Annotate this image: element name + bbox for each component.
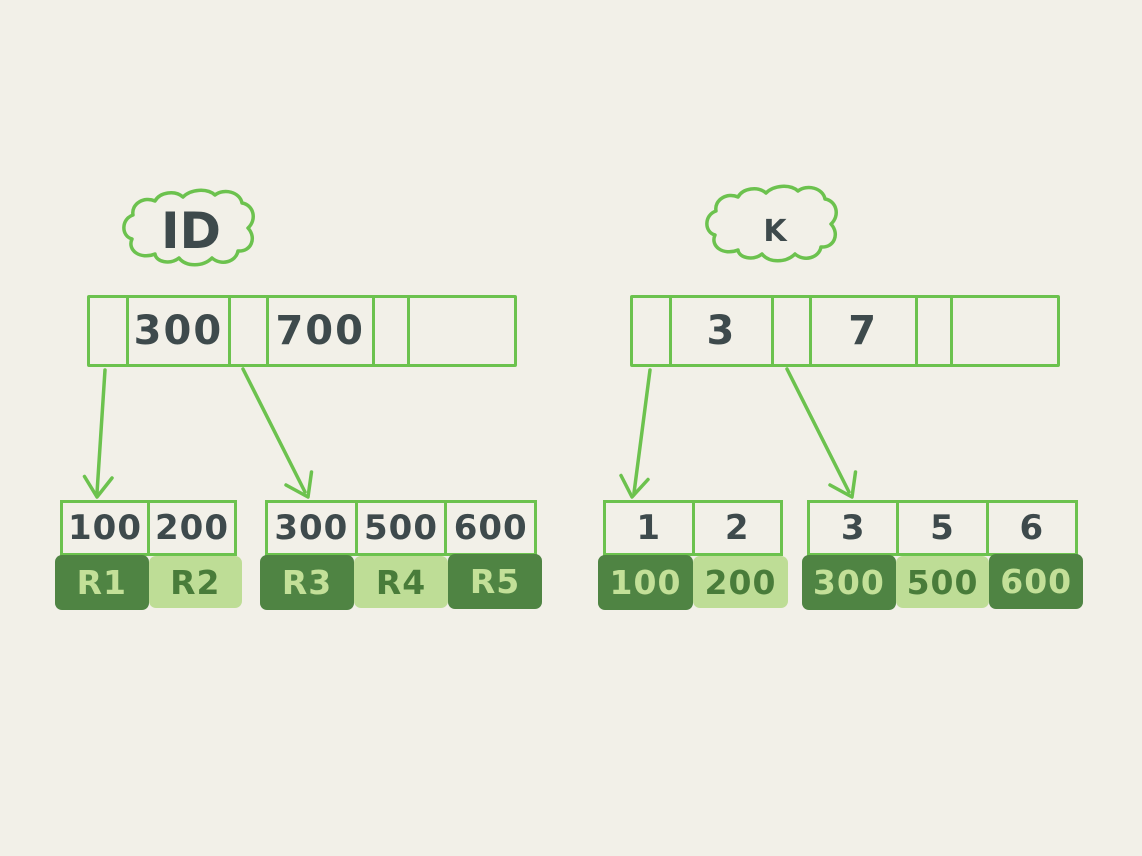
root-pointer-cell bbox=[771, 298, 809, 364]
leaf-key-cell: 500 bbox=[354, 503, 445, 553]
leaf-value-cell: R3 bbox=[260, 555, 354, 610]
leaf-value-cell: 500 bbox=[895, 556, 990, 608]
id-leaf-node-1: 100 200 R1 R2 bbox=[55, 500, 242, 610]
id-arrow-left bbox=[82, 368, 114, 499]
leaf-key-cell: 200 bbox=[147, 503, 234, 553]
leaf-value-row: R3 R4 R5 bbox=[260, 554, 542, 610]
root-key-cell bbox=[950, 298, 1057, 364]
leaf-key-cell: 100 bbox=[68, 508, 142, 548]
k-leaf-node-1: 1 2 100 200 bbox=[598, 500, 788, 610]
leaf-value-cell: 600 bbox=[989, 554, 1084, 609]
k-leaf-node-2: 3 5 6 300 500 600 bbox=[802, 500, 1084, 610]
leaf-key-row: 100 200 bbox=[60, 500, 237, 556]
leaf-key-row: 3 5 6 bbox=[807, 500, 1078, 556]
k-root-node: 3 7 bbox=[630, 295, 1060, 367]
root-key-cell: 3 bbox=[668, 298, 772, 364]
root-pointer-cell bbox=[371, 298, 408, 364]
root-key-cell: 700 bbox=[265, 298, 372, 364]
k-cloud-label: K bbox=[763, 214, 788, 249]
leaf-value-cell: R2 bbox=[148, 556, 242, 608]
root-key-cell: 300 bbox=[125, 298, 229, 364]
leaf-value-row: R1 R2 bbox=[55, 555, 242, 610]
root-pointer-cell bbox=[633, 298, 669, 364]
root-pointer-cell bbox=[90, 298, 126, 364]
k-arrow-right bbox=[785, 367, 858, 499]
root-key-cell: 7 bbox=[808, 298, 915, 364]
id-cloud-icon bbox=[122, 188, 255, 267]
leaf-key-cell: 2 bbox=[691, 503, 781, 553]
leaf-key-cell: 6 bbox=[985, 503, 1075, 553]
root-key-cell bbox=[407, 298, 514, 364]
leaf-value-cell: 100 bbox=[598, 555, 693, 610]
k-arrow-left bbox=[619, 368, 652, 499]
leaf-value-cell: R4 bbox=[354, 556, 448, 608]
leaf-key-cell: 1 bbox=[636, 508, 662, 548]
root-pointer-cell bbox=[228, 298, 266, 364]
id-arrow-right bbox=[241, 367, 314, 499]
leaf-key-row: 1 2 bbox=[603, 500, 783, 556]
leaf-value-cell: 300 bbox=[802, 555, 896, 610]
leaf-key-cell: 600 bbox=[444, 503, 534, 553]
id-root-node: 300 700 bbox=[87, 295, 517, 367]
leaf-value-cell: R5 bbox=[448, 554, 542, 609]
leaf-value-cell: 200 bbox=[693, 556, 788, 608]
id-leaf-node-2: 300 500 600 R3 R4 R5 bbox=[260, 500, 542, 610]
id-cloud-label: ID bbox=[161, 202, 221, 260]
root-pointer-cell bbox=[914, 298, 951, 364]
leaf-key-row: 300 500 600 bbox=[265, 500, 537, 556]
leaf-value-cell: R1 bbox=[55, 555, 149, 610]
leaf-value-row: 300 500 600 bbox=[802, 554, 1084, 610]
leaf-key-cell: 3 bbox=[840, 508, 866, 548]
leaf-key-cell: 300 bbox=[274, 508, 349, 548]
leaf-key-cell: 5 bbox=[896, 503, 985, 553]
k-cloud-icon bbox=[705, 184, 838, 263]
leaf-value-row: 100 200 bbox=[598, 555, 788, 610]
